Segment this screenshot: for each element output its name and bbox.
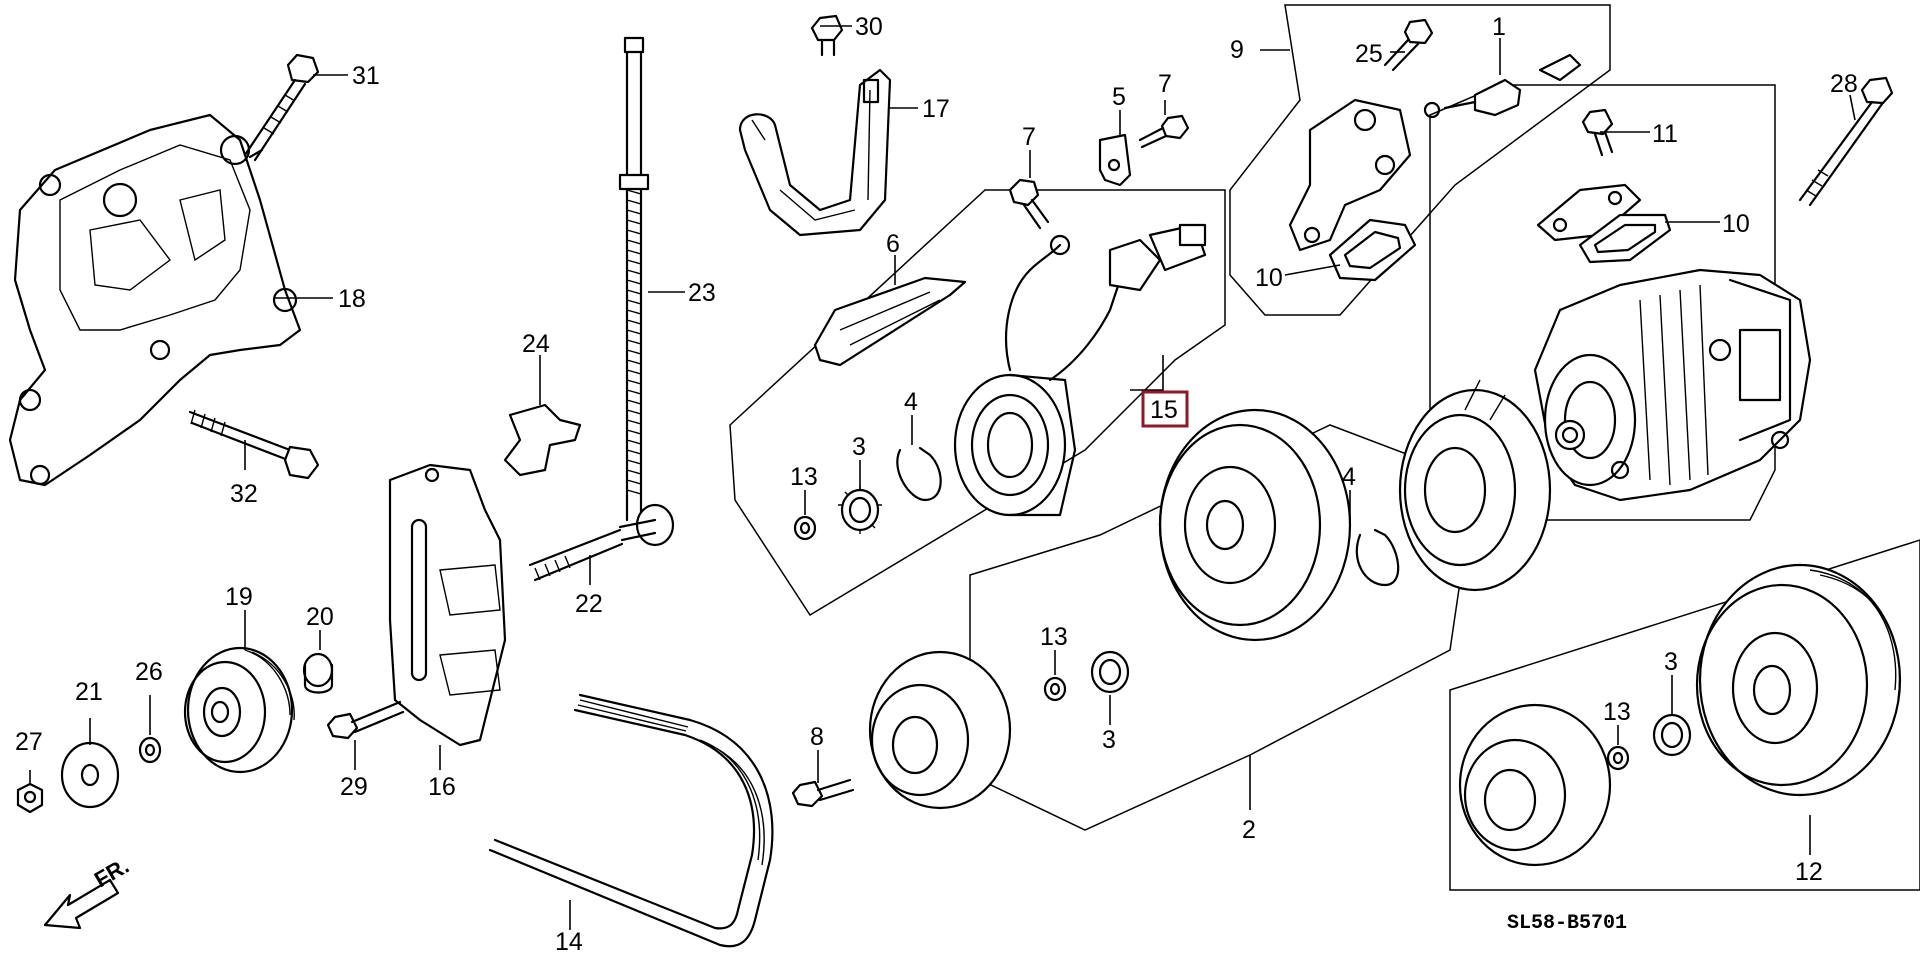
callout-13a[interactable]: 13 bbox=[790, 463, 818, 491]
part-4-snap-ring-b[interactable] bbox=[1355, 528, 1400, 587]
callout-16[interactable]: 16 bbox=[428, 773, 456, 801]
callout-32[interactable]: 32 bbox=[230, 480, 258, 508]
part-13-washer-c[interactable] bbox=[1606, 745, 1630, 771]
callout-26[interactable]: 26 bbox=[135, 658, 163, 686]
callout-13b[interactable]: 13 bbox=[1040, 623, 1068, 651]
part-8-bolt[interactable] bbox=[791, 778, 855, 808]
callout-12[interactable]: 12 bbox=[1795, 858, 1823, 886]
callout-29[interactable]: 29 bbox=[340, 773, 368, 801]
front-direction-arrow: FR. bbox=[43, 853, 133, 930]
callout-4b[interactable]: 4 bbox=[1342, 463, 1356, 491]
part-5-clip[interactable] bbox=[1098, 133, 1132, 187]
callout-31[interactable]: 31 bbox=[352, 62, 380, 90]
part-28-bolt[interactable] bbox=[1798, 76, 1894, 207]
callout-19[interactable]: 19 bbox=[225, 583, 253, 611]
part-29-bolt[interactable] bbox=[326, 700, 405, 740]
part-3-shim-a[interactable] bbox=[838, 486, 882, 534]
part-32-bolt[interactable] bbox=[188, 409, 320, 480]
part-22-pivot-bolt[interactable] bbox=[528, 503, 675, 582]
compressor[interactable] bbox=[1533, 268, 1812, 502]
callout-13c[interactable]: 13 bbox=[1603, 698, 1631, 726]
part-7-bolt-b[interactable] bbox=[1008, 178, 1050, 230]
callout-5[interactable]: 5 bbox=[1112, 83, 1126, 111]
callout-11[interactable]: 11 bbox=[1652, 120, 1678, 148]
clutch-hub-b[interactable] bbox=[1458, 703, 1612, 867]
part-12-pulley[interactable] bbox=[1695, 563, 1902, 797]
part-26-washer[interactable] bbox=[138, 736, 162, 764]
part-3-shim-c[interactable] bbox=[1652, 713, 1692, 757]
callout-7a[interactable]: 7 bbox=[1158, 70, 1172, 98]
part-13-washer-a[interactable] bbox=[793, 515, 817, 541]
part-23-adjuster-bolt[interactable] bbox=[618, 36, 650, 522]
part-11-bolt[interactable] bbox=[1581, 108, 1614, 157]
callout-23[interactable]: 23 bbox=[688, 279, 716, 307]
callouts: 30 31 18 32 17 6 23 24 22 5 7 7 15 4 3 1… bbox=[15, 13, 1858, 956]
callout-9[interactable]: 9 bbox=[1230, 36, 1244, 64]
callout-1[interactable]: 1 bbox=[1492, 13, 1506, 41]
callout-27[interactable]: 27 bbox=[15, 728, 43, 756]
diagram-code: SL58-B5701 bbox=[1507, 912, 1627, 935]
part-16-bracket[interactable] bbox=[388, 463, 507, 747]
callout-17[interactable]: 17 bbox=[922, 95, 950, 123]
part-3-shim-b[interactable] bbox=[1090, 650, 1130, 694]
part-24-clip[interactable] bbox=[503, 403, 582, 477]
part-17-bracket[interactable] bbox=[738, 68, 892, 237]
part-15-coil[interactable] bbox=[953, 223, 1207, 517]
callout-30[interactable]: 30 bbox=[855, 13, 883, 41]
callout-2[interactable]: 2 bbox=[1242, 816, 1256, 844]
part-19-idler-pulley[interactable] bbox=[183, 646, 295, 774]
callout-18[interactable]: 18 bbox=[338, 285, 366, 313]
callout-15[interactable]: 15 bbox=[1150, 396, 1178, 424]
part-21-washer[interactable] bbox=[60, 741, 120, 809]
direction-label: FR. bbox=[90, 853, 133, 892]
part-18-bracket[interactable] bbox=[8, 113, 302, 487]
highlight-box-15 bbox=[1141, 390, 1189, 428]
part-20-collar[interactable] bbox=[302, 652, 334, 694]
part-13-washer-b[interactable] bbox=[1043, 676, 1067, 702]
leader-lines bbox=[29, 25, 1856, 930]
part-10-gasket-a[interactable] bbox=[1328, 218, 1417, 282]
callout-3a[interactable]: 3 bbox=[852, 433, 866, 461]
part-25-bolt[interactable] bbox=[1383, 18, 1434, 72]
callout-3c[interactable]: 3 bbox=[1664, 648, 1678, 676]
part-27-nut[interactable] bbox=[16, 782, 44, 814]
callout-4a[interactable]: 4 bbox=[904, 388, 918, 416]
callout-7b[interactable]: 7 bbox=[1022, 123, 1036, 151]
part-10-gasket-b[interactable] bbox=[1578, 213, 1672, 264]
part-30-bolt[interactable] bbox=[810, 14, 844, 57]
callout-8[interactable]: 8 bbox=[810, 723, 824, 751]
part-2-pulley[interactable] bbox=[1158, 408, 1352, 642]
callout-6[interactable]: 6 bbox=[886, 230, 900, 258]
callout-21[interactable]: 21 bbox=[75, 678, 103, 706]
part-31-bolt[interactable] bbox=[243, 53, 320, 162]
part-14-belt[interactable] bbox=[488, 693, 774, 948]
callout-20[interactable]: 20 bbox=[306, 603, 334, 631]
callout-14[interactable]: 14 bbox=[555, 928, 583, 956]
callout-28[interactable]: 28 bbox=[1830, 70, 1858, 98]
part-4-snap-ring-a[interactable] bbox=[896, 446, 942, 502]
callout-24[interactable]: 24 bbox=[522, 330, 550, 358]
part-6-plate[interactable] bbox=[813, 276, 967, 367]
part-7-bolt-a[interactable] bbox=[1138, 114, 1190, 149]
part-1-switch[interactable] bbox=[1423, 53, 1582, 119]
part-9-bracket[interactable] bbox=[1288, 98, 1412, 252]
callout-10b[interactable]: 10 bbox=[1722, 210, 1750, 238]
clutch-rotor[interactable] bbox=[1398, 379, 1552, 592]
callout-3b[interactable]: 3 bbox=[1102, 726, 1116, 754]
clutch-hub-a[interactable] bbox=[868, 650, 1012, 810]
part-10-plate[interactable] bbox=[1536, 183, 1642, 242]
callout-25[interactable]: 25 bbox=[1355, 40, 1383, 68]
callout-22[interactable]: 22 bbox=[575, 590, 603, 618]
callout-10a[interactable]: 10 bbox=[1255, 264, 1283, 292]
